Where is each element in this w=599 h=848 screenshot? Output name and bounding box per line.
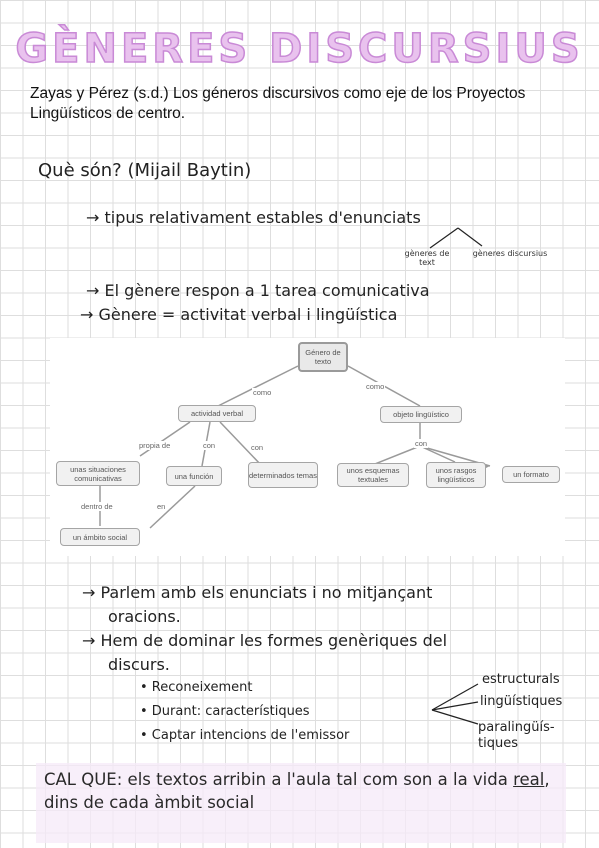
node-funcion: una función bbox=[166, 466, 222, 486]
question-heading: Què són? (Mijail Baytin) bbox=[38, 160, 252, 181]
char-tiques: tiques bbox=[478, 736, 518, 751]
node-esquemas: unos esquemas textuales bbox=[337, 463, 409, 487]
char-estructurals: estructurals bbox=[482, 672, 560, 687]
bullet-durant: • Durant: característiques bbox=[140, 704, 310, 719]
bullet-captar: • Captar intencions de l'emissor bbox=[140, 728, 350, 743]
note-parlem-line1: → Parlem amb els enunciats i no mitjança… bbox=[82, 583, 433, 602]
edge-label-con-1: con bbox=[202, 441, 217, 450]
concept-map-image: Género de texto actividad verbal objeto … bbox=[50, 338, 565, 556]
edge-label-dentro-de: dentro de bbox=[80, 502, 114, 511]
edge-label-propia-de: propia de bbox=[138, 441, 172, 450]
char-paralinguis: paralingüís- bbox=[478, 720, 555, 735]
point-1: → El gènere respon a 1 tarea comunicativ… bbox=[86, 281, 430, 300]
note-hem-line2: discurs. bbox=[108, 655, 170, 674]
characteristics-brace bbox=[431, 683, 479, 725]
callout-text-part1: CAL QUE: els textos arribin a l'aula tal… bbox=[44, 770, 514, 789]
edge-label-como-left: como bbox=[252, 388, 273, 397]
node-ambito-social: un ámbito social bbox=[60, 528, 140, 546]
edge-label-en: en bbox=[156, 502, 167, 511]
callout-box bbox=[36, 763, 566, 843]
node-rasgos: unos rasgos lingüísticos bbox=[426, 462, 486, 488]
callout-text-underlined: real bbox=[513, 770, 545, 789]
citation: Zayas y Pérez (s.d.) Los géneros discurs… bbox=[30, 85, 526, 122]
node-formato: un formato bbox=[502, 466, 560, 483]
callout-text-part2: , dins de cada àmbit social bbox=[44, 770, 550, 812]
edge-label-con-3: con bbox=[414, 439, 429, 448]
edge-label-con-2: con bbox=[250, 443, 265, 452]
definition-branches bbox=[429, 227, 483, 249]
definition-line: → tipus relativament estables d'enunciat… bbox=[86, 208, 421, 227]
bullet-reconeixement: • Reconeixement bbox=[140, 680, 253, 695]
branch-genres-discourse: gèneres discursius bbox=[472, 249, 548, 258]
callout-text: CAL QUE: els textos arribin a l'aula tal… bbox=[44, 768, 564, 814]
node-objeto-linguistico: objeto lingüístico bbox=[380, 406, 462, 423]
node-situaciones: unas situaciones comunicativas bbox=[56, 461, 140, 486]
node-actividad-verbal: actividad verbal bbox=[178, 405, 256, 422]
note-hem-line1: → Hem de dominar les formes genèriques d… bbox=[82, 631, 448, 650]
branch-genres-text: gèneres de text bbox=[404, 249, 450, 267]
page-title: GÈNERES DISCURSIUS bbox=[15, 25, 584, 73]
edge-label-como-right: como bbox=[365, 382, 386, 391]
node-temas: determinados temas bbox=[248, 462, 318, 488]
point-2: → Gènere = activitat verbal i lingüístic… bbox=[80, 305, 398, 324]
node-genero-de-texto: Género de texto bbox=[298, 342, 348, 372]
note-parlem-line2: oracions. bbox=[108, 607, 181, 626]
char-linguistiques: lingüístiques bbox=[480, 694, 563, 709]
